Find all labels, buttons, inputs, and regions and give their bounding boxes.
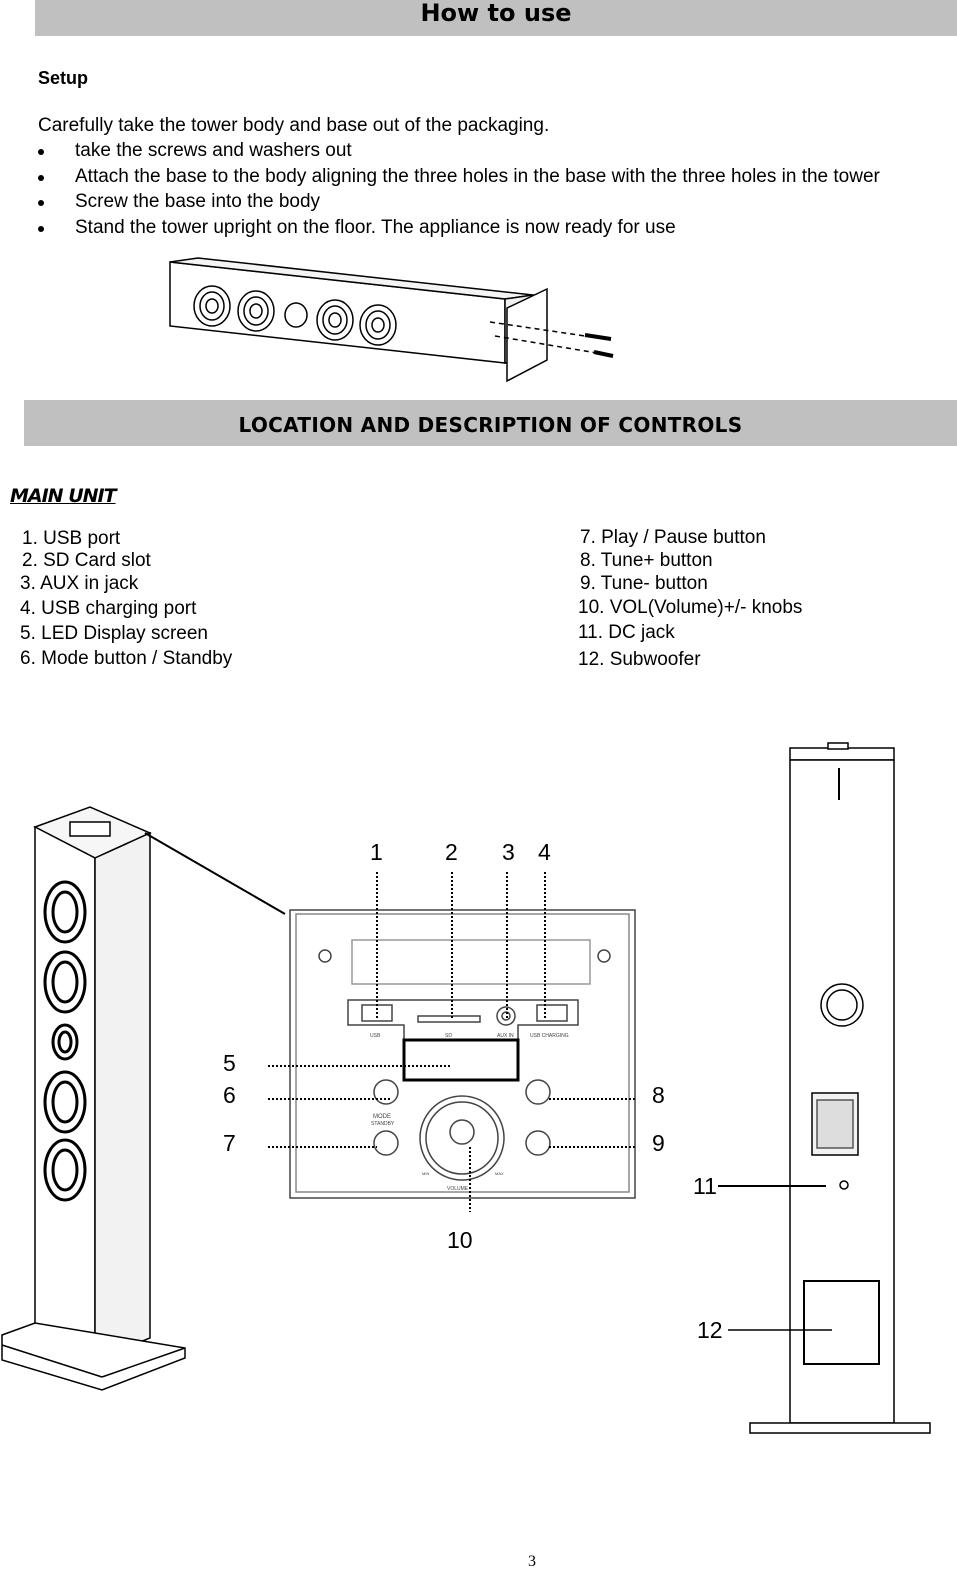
- panel-standby-label: STANDBY: [371, 1121, 395, 1127]
- control-list-item: 12. Subwoofer: [578, 649, 701, 670]
- tower-side-view: [718, 742, 931, 1434]
- control-list-item: 11. DC jack: [578, 622, 675, 643]
- section-title: How to use: [420, 0, 572, 27]
- callout-8: 8: [652, 1082, 665, 1108]
- callout-numbers: 1 2 3 4 5 6 7 8 9 10 11 12: [223, 839, 723, 1343]
- panel-aux-label: AUX IN: [497, 1033, 514, 1039]
- callout-3: 3: [502, 839, 515, 865]
- bullet-icon: [38, 175, 44, 181]
- callout-1: 1: [370, 839, 383, 865]
- tower-front-view: [1, 806, 286, 1391]
- control-list-item: 7. Play / Pause button: [580, 527, 766, 548]
- panel-mode-label: MODE: [373, 1114, 391, 1120]
- section-title: LOCATION AND DESCRIPTION OF CONTROLS: [238, 413, 743, 437]
- main-unit-heading: MAIN UNIT: [10, 485, 117, 507]
- control-list-item: 1. USB port: [22, 528, 121, 549]
- control-list-item: 3. AUX in jack: [20, 573, 139, 594]
- control-list-item: 10. VOL(Volume)+/- knobs: [578, 597, 803, 618]
- callout-9: 9: [652, 1130, 665, 1156]
- setup-step-text: Stand the tower upright on the floor. Th…: [75, 217, 676, 238]
- callout-leaders: [268, 872, 636, 1212]
- setup-step-text: Screw the base into the body: [75, 191, 321, 212]
- bullet-icon: [38, 149, 44, 155]
- callout-12: 12: [697, 1317, 723, 1343]
- callout-4: 4: [538, 839, 551, 865]
- tower-assembly-illustration: [169, 257, 614, 383]
- panel-volume-label: VOLUME: [447, 1186, 469, 1192]
- panel-usb-charging-label: USB CHARGING: [530, 1033, 569, 1039]
- callout-2: 2: [445, 839, 458, 865]
- control-list-item: 5. LED Display screen: [20, 623, 208, 644]
- panel-usb-label: USB: [370, 1033, 381, 1039]
- callout-5: 5: [223, 1050, 236, 1076]
- panel-sd-label: SD: [445, 1033, 452, 1039]
- callout-6: 6: [223, 1082, 236, 1108]
- section-header-controls: LOCATION AND DESCRIPTION OF CONTROLS: [24, 400, 957, 446]
- callout-7: 7: [223, 1130, 236, 1156]
- control-list-item: 2. SD Card slot: [22, 550, 151, 571]
- control-list-item: 6. Mode button / Standby: [20, 648, 233, 669]
- setup-step-text: take the screws and washers out: [75, 140, 352, 161]
- control-list-item: 9. Tune- button: [580, 573, 708, 594]
- bullet-icon: [38, 200, 44, 206]
- panel-min-label: MIN: [422, 1171, 429, 1176]
- control-list-item: 8. Tune+ button: [580, 550, 713, 571]
- setup-intro: Carefully take the tower body and base o…: [38, 115, 550, 136]
- bullet-icon: [38, 226, 44, 232]
- callout-10: 10: [447, 1227, 473, 1253]
- setup-step-text: Attach the base to the body aligning the…: [75, 166, 880, 187]
- section-header-how-to-use: How to use: [35, 0, 957, 36]
- page-number: 3: [528, 1553, 536, 1570]
- setup-heading: Setup: [38, 68, 89, 88]
- control-panel-closeup: USB SD AUX IN USB CHARGING MODE STANDBY …: [289, 909, 636, 1199]
- callout-11: 11: [693, 1173, 717, 1199]
- panel-max-label: MAX: [495, 1171, 504, 1176]
- control-list-item: 4. USB charging port: [20, 598, 197, 619]
